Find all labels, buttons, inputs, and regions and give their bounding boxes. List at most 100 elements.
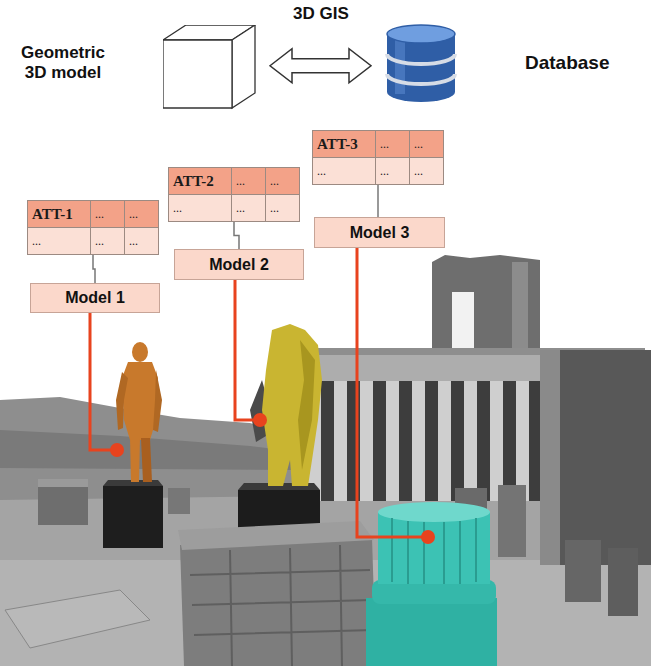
leader-dot — [110, 443, 124, 457]
ruin-tower — [432, 255, 540, 360]
table-cell: ATT-3 — [313, 131, 375, 157]
attribute-name: ATT-1 — [32, 206, 73, 223]
table-cell-text: ... — [95, 207, 104, 222]
leader-line — [357, 248, 423, 537]
cube-icon: Geometric 3D model — [163, 25, 256, 110]
statue-leg — [141, 438, 152, 482]
table-cell: ... — [376, 131, 409, 157]
table-cell-text: ... — [236, 174, 245, 189]
connector-line — [377, 185, 379, 217]
table-cell: ... — [125, 228, 158, 254]
table-cell-text: ... — [95, 234, 104, 249]
table-cell-text: ... — [380, 164, 389, 179]
column-stump — [38, 479, 88, 487]
stone-joints — [190, 545, 374, 666]
table-cell-text: ... — [317, 164, 326, 179]
table-cell-text: ... — [129, 207, 138, 222]
table-cell: ... — [28, 228, 90, 254]
pedestal — [103, 486, 163, 548]
attribute-table: ATT-3............... — [312, 130, 444, 185]
table-cell-text: ... — [270, 174, 279, 189]
statue-arm — [116, 372, 128, 430]
column — [438, 381, 451, 501]
stone-block-top — [178, 521, 374, 550]
table-cell: ... — [91, 201, 124, 227]
table-cell: ... — [410, 158, 443, 184]
table-cell: ... — [232, 195, 265, 221]
cube-face — [163, 40, 232, 108]
column-stump — [498, 485, 526, 557]
column-fluting — [392, 518, 476, 584]
cube-outline — [163, 25, 256, 110]
model-label: Model 1 — [65, 289, 125, 307]
connector-line — [93, 255, 95, 283]
table-cell-text: ... — [380, 137, 389, 152]
table-cell-text: ... — [414, 164, 423, 179]
tower-window — [452, 292, 474, 350]
table-cell: ... — [125, 201, 158, 227]
statue-torso — [262, 324, 322, 486]
table-cell-text: ... — [129, 234, 138, 249]
column — [386, 381, 399, 501]
connector-label: 3D GIS — [290, 4, 352, 24]
column-stump — [168, 488, 190, 514]
table-cell-text: ... — [414, 137, 423, 152]
cylinder-band — [387, 54, 455, 64]
statue-torso — [122, 362, 158, 440]
column — [412, 381, 425, 501]
tower-pilaster — [512, 262, 528, 360]
statue-head — [132, 342, 148, 362]
cylinder-top — [387, 25, 455, 43]
cylinder-highlight — [395, 38, 405, 94]
column-stump — [608, 548, 638, 616]
leader-dot — [421, 530, 435, 544]
stone-block — [180, 538, 376, 666]
column-stump — [565, 540, 601, 602]
model-box: Model 1 — [30, 283, 160, 313]
table-cell-text: ... — [173, 201, 182, 216]
statue-leg — [130, 438, 140, 482]
statue-shading — [298, 340, 315, 470]
column — [516, 381, 529, 501]
model-box: Model 3 — [314, 217, 445, 248]
table-cell: ... — [313, 158, 375, 184]
leader-dot — [253, 413, 267, 427]
column-stump — [38, 485, 88, 525]
table-cell-text: ... — [236, 201, 245, 216]
column-top — [378, 502, 490, 522]
wall-pilaster — [540, 350, 560, 565]
column — [334, 381, 347, 501]
cube-face — [232, 25, 255, 108]
database-cylinder — [385, 24, 457, 104]
table-cell: ... — [169, 195, 231, 221]
ruin-wall-right — [540, 350, 651, 565]
table-cell: ATT-2 — [169, 168, 231, 194]
leader-line — [235, 280, 255, 420]
column — [360, 381, 373, 501]
icon-label: Geometric 3D model — [13, 43, 113, 84]
table-cell-text: ... — [32, 234, 41, 249]
attribute-name: ATT-3 — [317, 136, 358, 153]
table-cell: ... — [266, 168, 299, 194]
table-cell: ... — [91, 228, 124, 254]
attribute-table: ATT-2............... — [168, 167, 300, 222]
column — [490, 381, 503, 501]
attribute-name: ATT-2 — [173, 173, 214, 190]
model-label: Model 3 — [350, 224, 410, 242]
table-cell: ... — [376, 158, 409, 184]
table-cell: ... — [232, 168, 265, 194]
model-box: Model 2 — [174, 249, 304, 280]
double-arrow — [270, 49, 371, 83]
column-drum — [378, 512, 490, 584]
cylinder-band — [387, 74, 455, 84]
stone-slab — [5, 590, 150, 648]
connector-line — [234, 222, 239, 249]
table-cell: ... — [266, 195, 299, 221]
statue-arm — [153, 370, 162, 432]
table-cell: ATT-1 — [28, 201, 90, 227]
